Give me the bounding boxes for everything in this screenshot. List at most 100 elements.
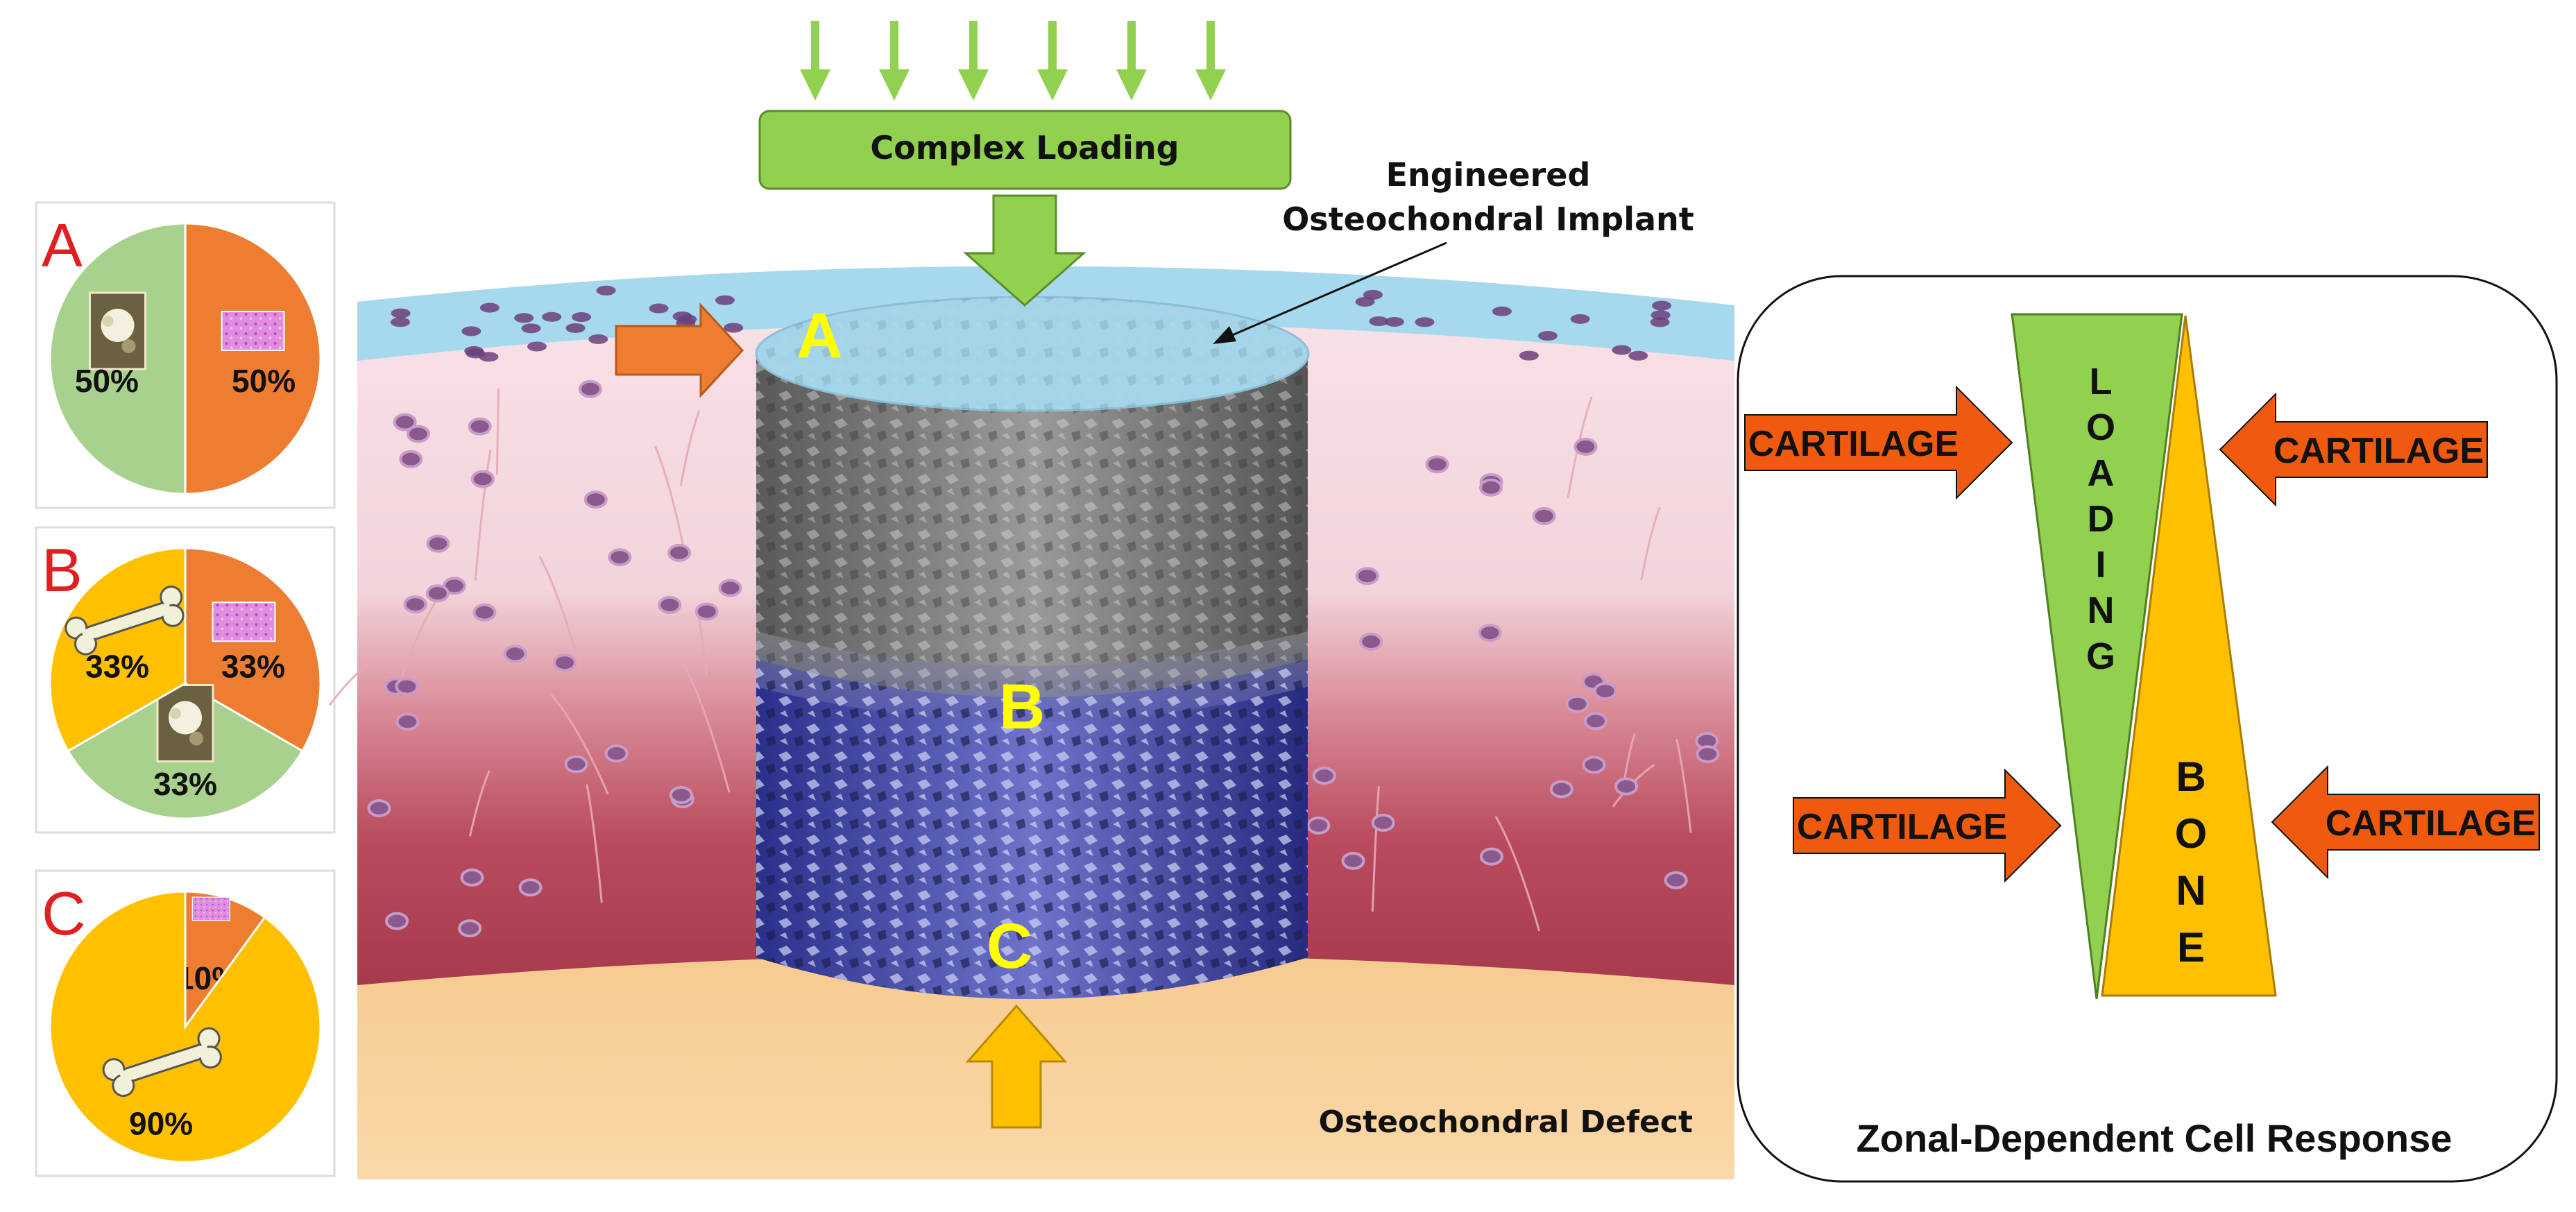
cell (425, 584, 450, 603)
load-arrow-shaft (811, 21, 819, 76)
cell (1478, 624, 1502, 642)
cell (1425, 455, 1449, 474)
cartilage-arrow-label: CARTILAGE (2326, 803, 2536, 844)
cell (718, 579, 742, 597)
cell (588, 334, 608, 344)
pie-panels: A50%50%B33%33%33%C10%90% (35, 201, 336, 1177)
pie-panel-letter: B (42, 536, 83, 604)
defect-label: Osteochondral Defect (1319, 1104, 1693, 1140)
pie-slice-label: 33% (85, 648, 149, 684)
cell (1696, 745, 1720, 764)
loading-letter: O (2086, 407, 2115, 448)
cell (1369, 316, 1389, 327)
cell (572, 312, 592, 323)
lateral-arrow-icon (615, 302, 744, 398)
load-arrow-shaft (1206, 21, 1215, 76)
loading-letter: I (2095, 544, 2106, 586)
fibre (654, 445, 684, 545)
cell (1306, 816, 1331, 835)
cell (1628, 350, 1648, 361)
cell (458, 919, 482, 938)
cell (667, 543, 692, 562)
cell (1532, 506, 1556, 525)
fibre (328, 654, 380, 706)
cell (1519, 350, 1539, 361)
cell (1570, 314, 1590, 324)
cell (395, 712, 420, 731)
fibre (495, 389, 500, 475)
cell (1593, 682, 1617, 701)
cell (649, 303, 669, 314)
cell (658, 596, 682, 615)
cartilage-histology-icon (221, 311, 285, 351)
fibre (538, 556, 581, 671)
cell (527, 341, 547, 352)
cell (1478, 478, 1503, 497)
pie-panel-letter: A (42, 211, 83, 280)
fibre (474, 449, 492, 581)
load-arrow-shaft (1127, 21, 1136, 76)
loading-letter: L (2090, 361, 2113, 402)
cell (521, 323, 541, 334)
cell (514, 313, 534, 323)
cell (395, 677, 419, 696)
bone-letter: E (2177, 924, 2205, 971)
callout-arrowhead-icon (1213, 326, 1236, 344)
cell (1371, 813, 1395, 832)
cell (604, 744, 629, 763)
pie-slice-label: 33% (221, 648, 285, 684)
cell (677, 314, 697, 325)
cell (724, 323, 744, 333)
loading-letter: N (2088, 590, 2115, 631)
cartilage-arrow-label: CARTILAGE (2274, 431, 2484, 471)
zone-letter-a: A (796, 300, 842, 371)
cell (1565, 694, 1589, 713)
cell (1355, 297, 1375, 307)
cartilage-arrow-icon (1744, 385, 2013, 500)
pie-slice-cartilage (184, 547, 322, 753)
cell (1549, 780, 1573, 799)
load-arrow-shaft (1048, 21, 1057, 76)
load-arrow-icon (1037, 69, 1068, 101)
load-arrow-icon (800, 69, 830, 101)
cell (542, 311, 562, 322)
response-title: Zonal-Dependent Cell Response (1857, 1116, 2453, 1160)
implant-label-line2: Osteochondral Implant (1282, 200, 1694, 238)
cell (426, 534, 450, 553)
implant-top-texture (756, 297, 1308, 411)
cell (1359, 632, 1383, 651)
cell (565, 323, 586, 333)
pie-slice-bone (49, 547, 187, 753)
load-arrow-shaft (890, 21, 898, 76)
cell (403, 595, 427, 614)
cell (390, 317, 410, 327)
cell (1479, 847, 1503, 866)
load-arrow-icon (1195, 69, 1226, 101)
cell (1650, 317, 1670, 327)
zone-letter-b: B (999, 672, 1045, 742)
pie-panel-c: C10%90% (35, 869, 336, 1177)
pie-slice-label: 90% (129, 1106, 193, 1142)
cell (1583, 712, 1607, 731)
cell (367, 799, 391, 818)
load-arrow-icon (1116, 69, 1147, 101)
cell (393, 413, 417, 432)
callout-line (1220, 241, 1447, 341)
fibre (1371, 786, 1380, 912)
cell (608, 548, 632, 567)
cell (694, 602, 719, 621)
cell (583, 490, 608, 509)
osteochondral-implant (755, 296, 1310, 999)
loading-box (758, 110, 1292, 190)
cell (669, 785, 693, 804)
cell (1384, 316, 1404, 327)
cell (468, 417, 492, 436)
zone-letter-c: C (987, 911, 1032, 982)
cell (1312, 767, 1336, 785)
cell (1341, 851, 1365, 870)
loading-letter: G (2086, 635, 2115, 677)
